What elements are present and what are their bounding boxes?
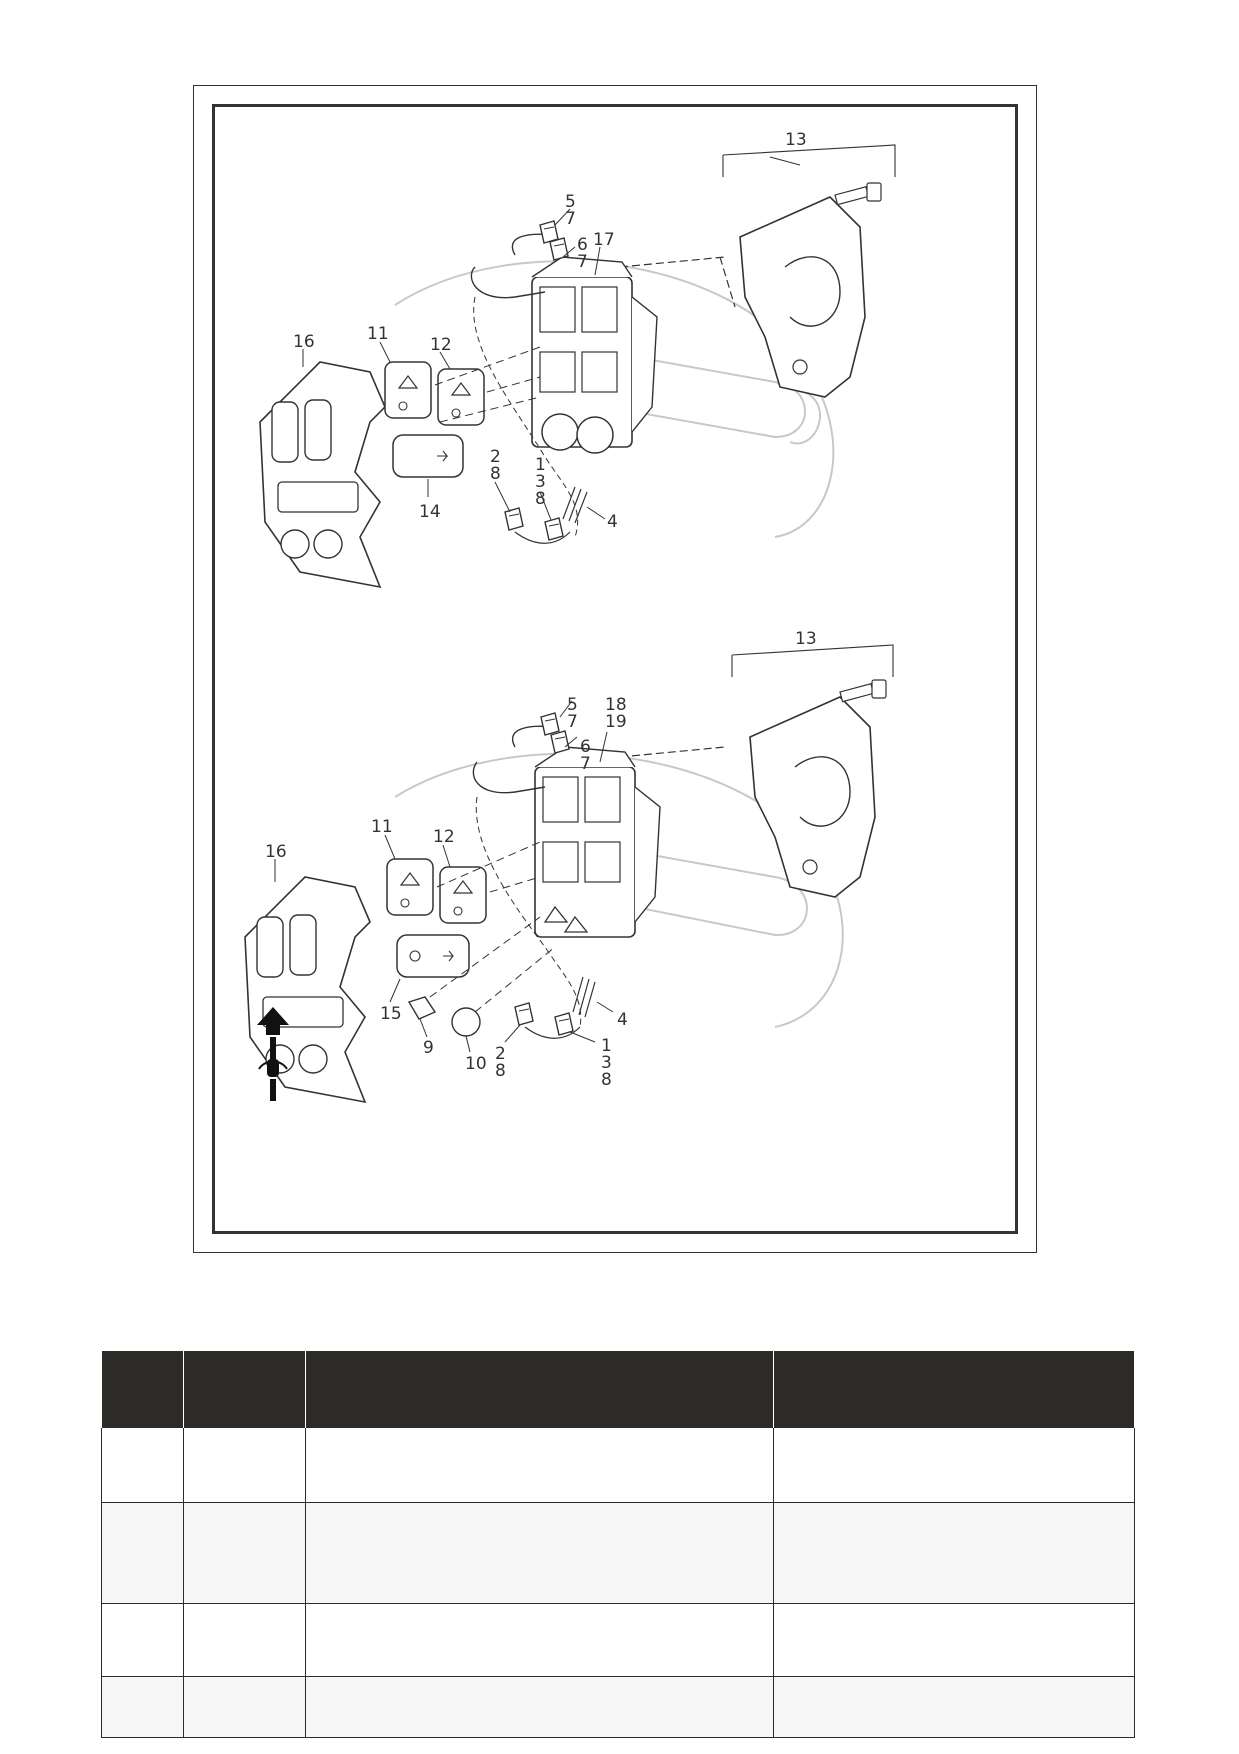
table-cell	[183, 1427, 306, 1503]
label-16-top: 16	[293, 332, 315, 352]
label-7b-top: 7	[577, 252, 588, 272]
table-cell	[183, 1676, 306, 1738]
header-cell	[305, 1351, 774, 1428]
label-11-top: 11	[367, 324, 389, 344]
table-cell	[305, 1603, 774, 1677]
label-5-top: 5	[565, 192, 576, 212]
label-10-bottom: 10	[465, 1054, 487, 1074]
parts-table	[101, 1351, 1135, 1738]
top-assembly: 13 5 7 6 7 17 16 11 12 14 2 8 1 3 8 4	[259, 130, 896, 588]
table-cell	[101, 1676, 184, 1738]
table-header-row	[101, 1351, 1135, 1428]
label-1-bottom: 1	[601, 1036, 612, 1056]
table-cell	[305, 1676, 774, 1738]
bottom-assembly: 13 5 7 6 7 18 19 16 11 12 15 9 10 4 2 8 …	[244, 629, 894, 1103]
table-cell	[773, 1427, 1135, 1503]
table-row	[101, 1603, 1135, 1677]
label-5-bottom: 5	[567, 695, 578, 715]
label-7-bottom: 7	[567, 712, 578, 732]
label-13-top: 13	[785, 130, 807, 150]
label-3-bottom: 3	[601, 1053, 612, 1073]
table-row	[101, 1502, 1135, 1604]
label-8b-bottom: 8	[601, 1070, 612, 1090]
table-cell	[101, 1427, 184, 1503]
label-6-bottom: 6	[580, 737, 591, 757]
label-17-top: 17	[593, 230, 615, 250]
diagram-panel: 13 5 7 6 7 17 16 11 12 14 2 8 1 3 8 4	[212, 104, 1018, 1234]
label-2-top: 2	[490, 447, 501, 467]
table-row	[101, 1676, 1135, 1738]
exploded-parts-diagram: 13 5 7 6 7 17 16 11 12 14 2 8 1 3 8 4	[244, 130, 896, 1103]
label-8-top: 8	[490, 464, 501, 484]
table-cell	[101, 1502, 184, 1604]
label-4-bottom: 4	[617, 1010, 628, 1030]
label-16-bottom: 16	[265, 842, 287, 862]
table-row	[101, 1427, 1135, 1503]
label-9-bottom: 9	[423, 1038, 434, 1058]
label-7-top: 7	[565, 209, 576, 229]
table-cell	[773, 1502, 1135, 1604]
label-8b-top: 8	[535, 489, 546, 509]
label-3-top: 3	[535, 472, 546, 492]
label-19-bottom: 19	[605, 712, 627, 732]
header-cell	[773, 1351, 1135, 1428]
label-12-bottom: 12	[433, 827, 455, 847]
label-14-top: 14	[419, 502, 441, 522]
label-18-bottom: 18	[605, 695, 627, 715]
label-13-bottom: 13	[795, 629, 817, 649]
label-11-bottom: 11	[371, 817, 393, 837]
table-cell	[773, 1603, 1135, 1677]
table-cell	[101, 1603, 184, 1677]
label-8-bottom: 8	[495, 1061, 506, 1081]
label-15-bottom: 15	[380, 1004, 402, 1024]
table-cell	[305, 1427, 774, 1503]
header-cell	[101, 1351, 184, 1428]
table-cell	[773, 1676, 1135, 1738]
table-cell	[183, 1603, 306, 1677]
label-6-top: 6	[577, 235, 588, 255]
table-cell	[305, 1502, 774, 1604]
label-12-top: 12	[430, 335, 452, 355]
diagram-frame: 13 5 7 6 7 17 16 11 12 14 2 8 1 3 8 4	[193, 85, 1037, 1253]
header-cell	[183, 1351, 306, 1428]
label-2-bottom: 2	[495, 1044, 506, 1064]
front-arrow-rider-icon	[257, 1007, 289, 1101]
label-1-top: 1	[535, 455, 546, 475]
table-cell	[183, 1502, 306, 1604]
label-7b-bottom: 7	[580, 754, 591, 774]
label-4-top: 4	[607, 512, 618, 532]
